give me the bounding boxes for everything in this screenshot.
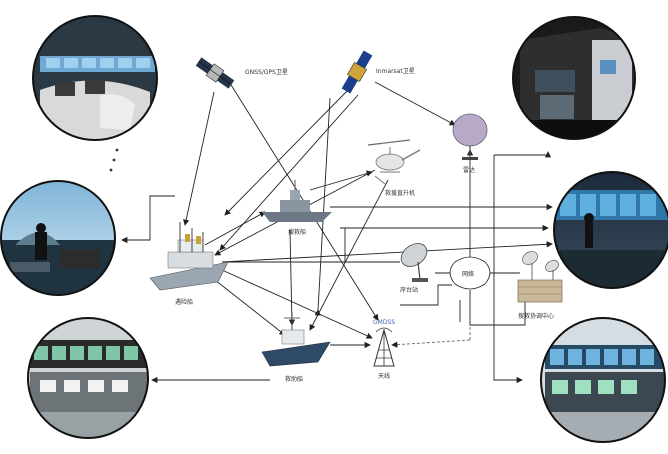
antenna-tag-label: GMDSS [373, 319, 395, 326]
small-ship-icon [261, 312, 331, 367]
coast-center-label: 搜救协调中心 [518, 312, 554, 320]
network-hub-icon [449, 256, 491, 290]
antenna-tower-icon [373, 327, 395, 367]
radar-dome-icon [452, 113, 488, 160]
network-label: 网络 [462, 270, 474, 278]
helicopter-icon [367, 139, 421, 185]
simulator-room-middle-right [553, 171, 668, 289]
ellipsis-dots [109, 148, 119, 172]
coast-center-icon [517, 251, 563, 303]
antenna-label: 天线 [378, 372, 390, 380]
shore-station-label: 岸台站 [400, 286, 418, 294]
shore-radar-dish-icon [400, 243, 428, 282]
main-ship-label: 遇险船 [175, 298, 193, 306]
simulator-room-top-left [32, 15, 158, 141]
satellite-right-label: Inmarsat卫星 [376, 68, 415, 75]
helicopter-label: 救援直升机 [385, 189, 415, 197]
simulator-room-bottom-left [27, 317, 149, 439]
connections [121, 79, 553, 384]
satellite-left-icon [195, 57, 235, 89]
small-ship-label: 救助船 [285, 375, 303, 383]
satellite-left-label: GNSS/GPS卫星 [245, 69, 288, 76]
dashed-link [391, 339, 471, 348]
simulator-room-bottom-right [540, 317, 666, 443]
radar-dome-label: 雷达 [463, 166, 475, 174]
warship-label: 搜救船 [288, 228, 306, 236]
simulator-room-top-right [512, 16, 636, 140]
satellite-right-icon [341, 50, 373, 94]
main-ship-icon [149, 222, 229, 291]
warship-icon [262, 180, 332, 222]
simulator-room-middle-left [0, 180, 116, 296]
